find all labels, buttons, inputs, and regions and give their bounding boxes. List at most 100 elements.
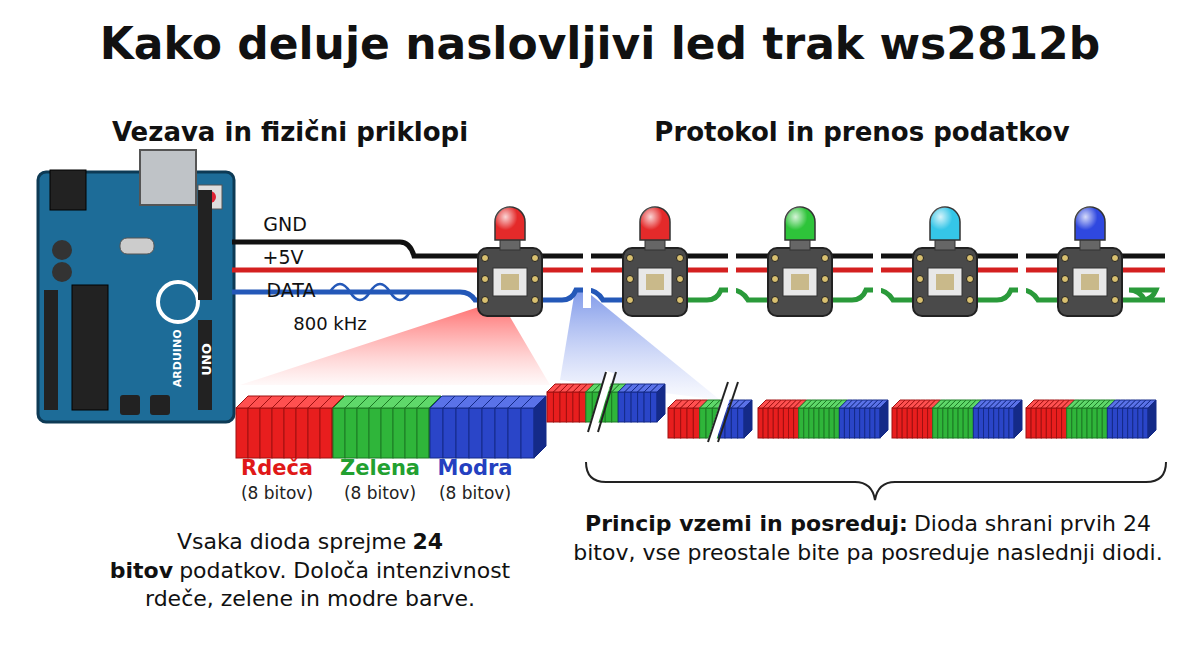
signal-name: DATA: [267, 280, 316, 302]
board-name: ARDUINO: [172, 329, 185, 387]
bit-cell: [1107, 408, 1112, 438]
bit-cell: [1092, 408, 1097, 438]
bit-cell: [521, 408, 534, 458]
led-module: [1058, 207, 1122, 316]
bit-count: (8 bitov): [241, 484, 313, 504]
note: Vsaka dioda sprejme24 bitovpodatkov. Dol…: [85, 528, 535, 614]
data-wire: [542, 290, 623, 300]
power-wire: [542, 268, 623, 273]
bit-cell: [824, 408, 829, 438]
bit-cell: [284, 408, 296, 458]
bit-cell: [393, 408, 405, 458]
power-wire: [687, 268, 768, 273]
bit-cell: [731, 408, 737, 438]
bit-cell: [1102, 408, 1107, 438]
led-module: [478, 207, 542, 316]
power-wire: [977, 268, 1058, 273]
data-wire: [977, 290, 1058, 300]
bit-cell: [902, 408, 907, 438]
color-name: Rdeča: [241, 456, 313, 480]
bit-cell: [953, 408, 958, 438]
bit-cell: [973, 408, 978, 438]
color-name: Zelena: [340, 456, 420, 480]
bit-cell: [789, 408, 794, 438]
bit-cell: [1128, 408, 1133, 438]
bit-cell: [333, 408, 345, 458]
led-module: [913, 207, 977, 316]
bit-cell: [296, 408, 308, 458]
bit-cell: [308, 408, 320, 458]
bit-cell: [1112, 408, 1117, 438]
bit-cell: [1097, 408, 1102, 438]
bit-cell: [1148, 400, 1156, 438]
break-gap: [873, 248, 881, 308]
bit-count: (8 bitov): [344, 484, 416, 504]
data-wire: [687, 290, 768, 300]
bit-cell: [839, 408, 844, 438]
data-wire: [832, 290, 913, 300]
bit-cell: [763, 408, 768, 438]
bit-cell: [870, 408, 875, 438]
bit-cell: [700, 408, 706, 438]
power-wire: [232, 268, 482, 273]
bit-cell: [495, 408, 508, 458]
bit-cell: [417, 408, 429, 458]
bit-cell: [880, 400, 888, 438]
signal-name: +5V: [262, 247, 303, 269]
bit-cell: [693, 408, 699, 438]
bit-cell: [651, 392, 657, 422]
bit-cell: [809, 408, 814, 438]
bit-cell: [978, 408, 983, 438]
signal-wave: [330, 284, 410, 300]
bit-cell: [625, 392, 631, 422]
bit-cell: [369, 408, 381, 458]
bit-cell: [860, 408, 865, 438]
bit-cell: [984, 408, 989, 438]
bit-cell: [1143, 408, 1148, 438]
led-module: [623, 207, 687, 316]
bit-cell: [804, 408, 809, 438]
gnd-wire: [977, 254, 1058, 259]
bit-cell: [1062, 408, 1067, 438]
note-text: Princip vzemi in posreduj:: [585, 511, 908, 536]
bracket: [586, 462, 1166, 500]
bit-cell: [850, 408, 855, 438]
bit-cell: [794, 408, 799, 438]
bit-cell: [687, 408, 693, 438]
arduino-board: [38, 150, 234, 422]
bit-cell: [1057, 408, 1062, 438]
bit-cell: [248, 408, 260, 458]
bit-cell: [917, 408, 922, 438]
bit-cell: [1133, 408, 1138, 438]
bit-cell: [958, 408, 963, 438]
gnd-wire: [542, 254, 623, 259]
bit-cell: [381, 408, 393, 458]
bit-cell: [1014, 400, 1022, 438]
data-wire: [1122, 290, 1165, 300]
led-module: [768, 207, 832, 316]
bit-cell: [875, 408, 880, 438]
bit-cell: [260, 408, 272, 458]
section-heading: Protokol in prenos podatkov: [654, 118, 1069, 148]
bit-cell: [892, 408, 897, 438]
bit-cell: [768, 408, 773, 438]
bit-cell: [1072, 408, 1077, 438]
bit-cell: [668, 408, 674, 438]
gnd-wire: [687, 254, 768, 259]
bit-cell: [631, 392, 637, 422]
section-heading: Vezava in fizični priklopi: [112, 118, 468, 148]
bit-cell: [938, 408, 943, 438]
bit-cell: [933, 408, 938, 438]
bit-cell: [547, 392, 553, 422]
bit-cell: [923, 408, 928, 438]
bit-cell: [897, 408, 902, 438]
bit-cell: [814, 408, 819, 438]
bit-cell: [1051, 408, 1056, 438]
bit-cell: [469, 408, 482, 458]
bit-cell: [443, 408, 456, 458]
bit-cell: [430, 408, 443, 458]
bit-cell: [1041, 408, 1046, 438]
bit-cell: [320, 408, 332, 458]
bit-cell: [1118, 408, 1123, 438]
break-gap: [583, 248, 591, 308]
